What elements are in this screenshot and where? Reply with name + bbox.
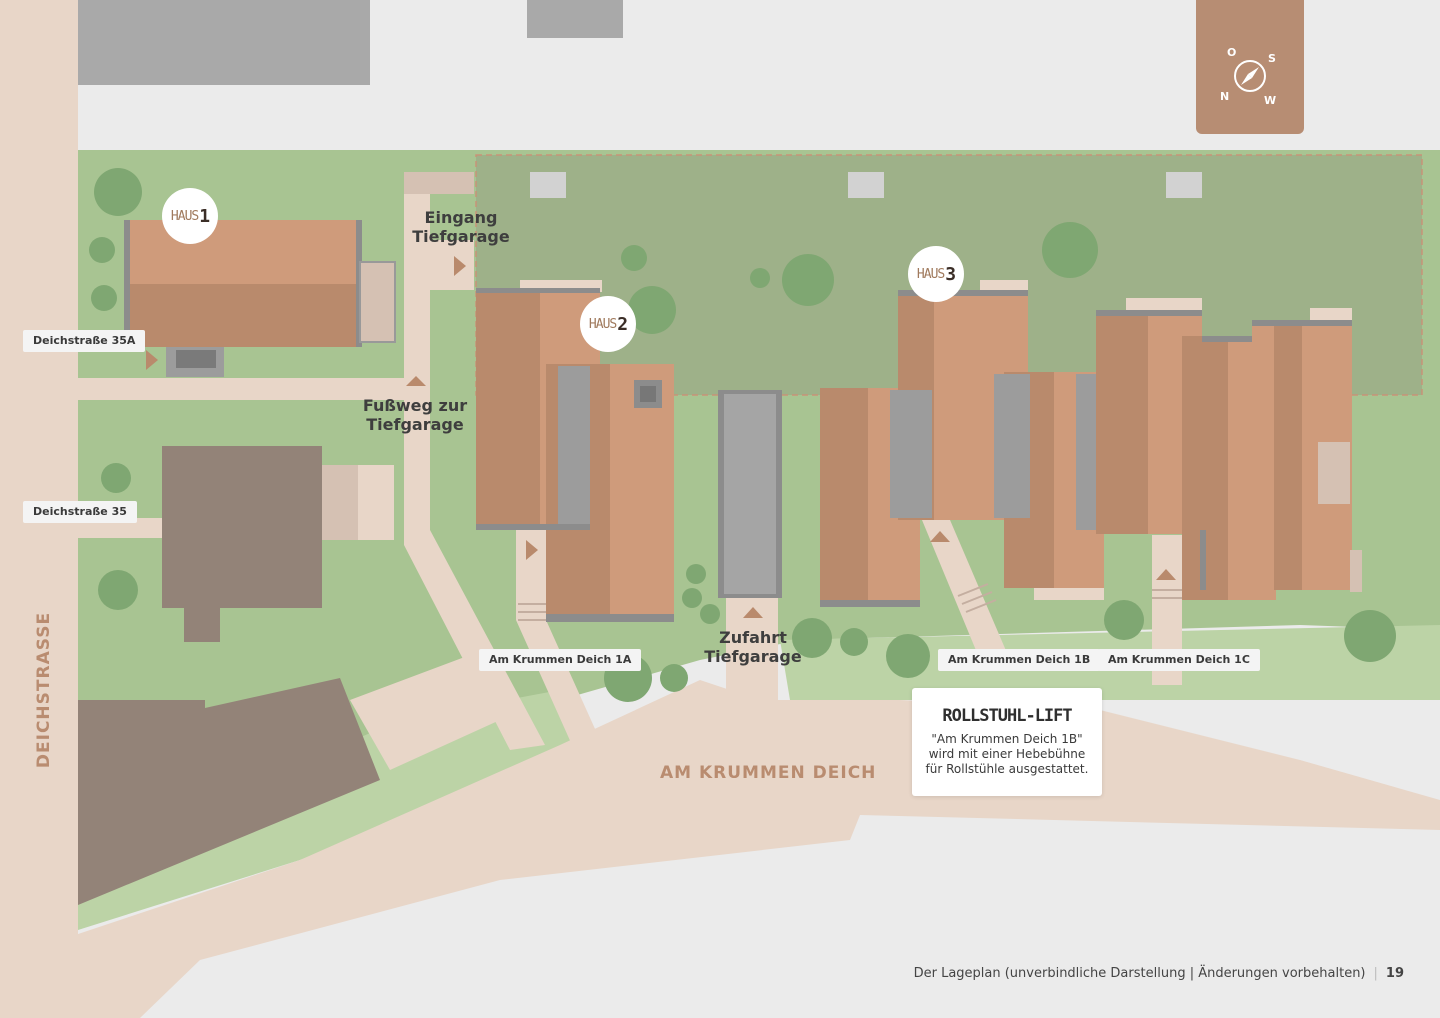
address-am-krummen-deich-1a: Am Krummen Deich 1A xyxy=(479,649,642,671)
neighbor-building xyxy=(78,678,380,905)
compass: O S N W xyxy=(1196,0,1304,134)
compass-east-label: O xyxy=(1227,46,1237,59)
neighbor-building xyxy=(70,0,370,85)
address-am-krummen-deich-1c: Am Krummen Deich 1C xyxy=(1098,649,1260,671)
trees xyxy=(89,168,1396,702)
street-am-krummen-deich: AM KRUMMEN DEICH xyxy=(660,763,877,783)
compass-south-label: S xyxy=(1268,52,1276,65)
compass-needle-icon xyxy=(1234,60,1266,92)
page-number: 19 xyxy=(1385,966,1404,981)
page-footer: Der Lageplan (unverbindliche Darstellung… xyxy=(913,966,1404,981)
footer-caption: Der Lageplan (unverbindliche Darstellung… xyxy=(913,966,1366,981)
neighbor-building xyxy=(162,446,322,642)
compass-west-label: W xyxy=(1264,94,1277,107)
compass-north-label: N xyxy=(1220,90,1230,103)
address-deichstrasse-35: Deichstraße 35 xyxy=(23,501,137,523)
info-text: "Am Krummen Deich 1B" wird mit einer Heb… xyxy=(925,732,1089,776)
info-title: ROLLSTUHL-LIFT xyxy=(942,706,1072,726)
address-am-krummen-deich-1b: Am Krummen Deich 1B xyxy=(938,649,1101,671)
wheelchair-lift-info: ROLLSTUHL-LIFT "Am Krummen Deich 1B" wir… xyxy=(912,688,1102,796)
address-deichstrasse-35a: Deichstraße 35A xyxy=(23,330,146,352)
neighbor-building xyxy=(527,0,623,38)
entrance-arrows xyxy=(146,256,1176,618)
street-deichstrasse: DEICHSTRASSE xyxy=(34,611,54,769)
